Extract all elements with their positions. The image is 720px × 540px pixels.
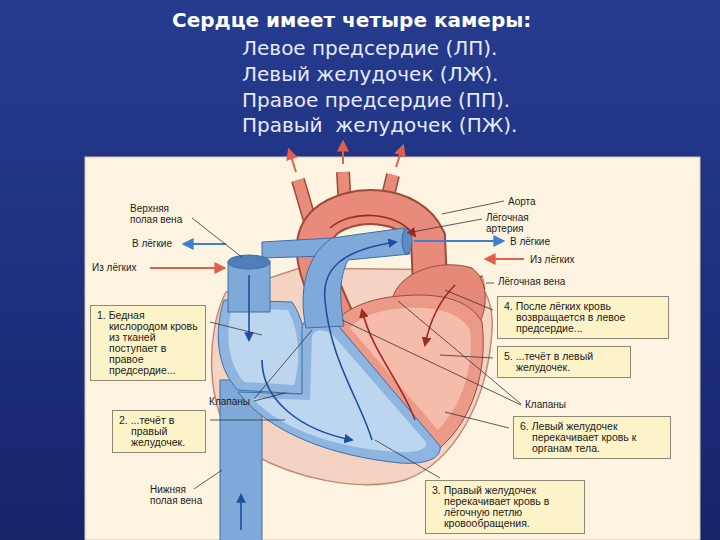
part-label: Лёгочная вена xyxy=(498,276,565,287)
lung-arrow xyxy=(414,240,503,242)
callout-text: 3. Правый желудочек перекачивает кровь в… xyxy=(444,485,579,529)
superior-vena-cava-end xyxy=(228,255,270,269)
leader-line xyxy=(342,320,521,405)
leader-line xyxy=(486,283,494,284)
lung-arrow xyxy=(150,267,224,269)
callout-text: 1. Бедная кислородом кровь из тканей пос… xyxy=(109,310,200,376)
part-label: Лёгочная артерия xyxy=(486,212,548,234)
leader-line xyxy=(440,355,493,358)
callout-text: 2. ...течёт в правый желудочек. xyxy=(131,415,200,448)
lung-arrow xyxy=(184,243,226,245)
leader-line xyxy=(412,219,482,232)
flow-arrow xyxy=(342,142,344,164)
flow-arrow xyxy=(330,215,415,236)
leader-line xyxy=(210,420,285,421)
part-label: Аорта xyxy=(508,196,536,207)
part-label: Из лёгких xyxy=(530,254,575,265)
flow-arrow xyxy=(289,150,296,172)
leader-line xyxy=(194,470,222,489)
callout-box: 4. После лёгких кровь возвращается в лев… xyxy=(497,296,669,339)
part-label: Клапаны xyxy=(209,396,250,407)
part-label: В лёгкие xyxy=(510,236,550,247)
callout-box: 2. ...течёт в правый желудочек. xyxy=(112,410,206,453)
leader-lines xyxy=(192,201,521,489)
chamber-line: Правый желудочек (ПЖ). xyxy=(242,112,517,138)
part-label: Из лёгких xyxy=(92,262,137,273)
flow-arrow xyxy=(240,495,242,530)
right-ventricle-cavity xyxy=(252,330,426,452)
callout-text: 6. Левый желудочек перекачивает кровь к … xyxy=(532,421,665,454)
part-label: В лёгкие xyxy=(132,238,172,249)
right-atrium xyxy=(218,300,307,394)
flow-arrow xyxy=(248,275,250,340)
flow-arrow xyxy=(396,146,403,167)
chamber-line: Левый желудочек (ЛЖ). xyxy=(242,61,498,87)
callout-text: 4. После лёгких кровь возвращается в лев… xyxy=(516,301,663,334)
part-label: Клапаны xyxy=(525,399,566,410)
slide-title: Сердце имеет четыре камеры: xyxy=(172,6,531,34)
picture-panel xyxy=(85,157,700,540)
leader-line xyxy=(375,440,440,478)
chamber-line: Правое предсердие (ПП). xyxy=(242,87,510,113)
leader-line xyxy=(192,218,243,258)
leader-line xyxy=(445,290,493,310)
leader-line xyxy=(445,412,509,428)
part-label: Нижняя полая вена xyxy=(150,484,208,506)
callout-box: 1. Бедная кислородом кровь из тканей пос… xyxy=(90,305,206,381)
leader-line xyxy=(254,330,312,399)
callout-box: 6. Левый желудочек перекачивает кровь к … xyxy=(513,416,671,459)
part-label: Верхняя полая вена xyxy=(130,203,188,225)
chamber-line: Левое предсердие (ЛП). xyxy=(242,35,497,61)
flow-arrow xyxy=(362,310,415,420)
lung-arrow xyxy=(486,258,524,260)
leader-line xyxy=(254,393,285,401)
leader-line xyxy=(210,322,262,335)
callout-box: 3. Правый желудочек перекачивает кровь в… xyxy=(425,480,585,534)
callout-text: 5. ...течёт в левый желудочек. xyxy=(516,351,625,373)
right-ventricle xyxy=(238,317,440,463)
callout-box: 5. ...течёт в левый желудочек. xyxy=(497,346,631,378)
flow-arrow xyxy=(262,360,352,440)
